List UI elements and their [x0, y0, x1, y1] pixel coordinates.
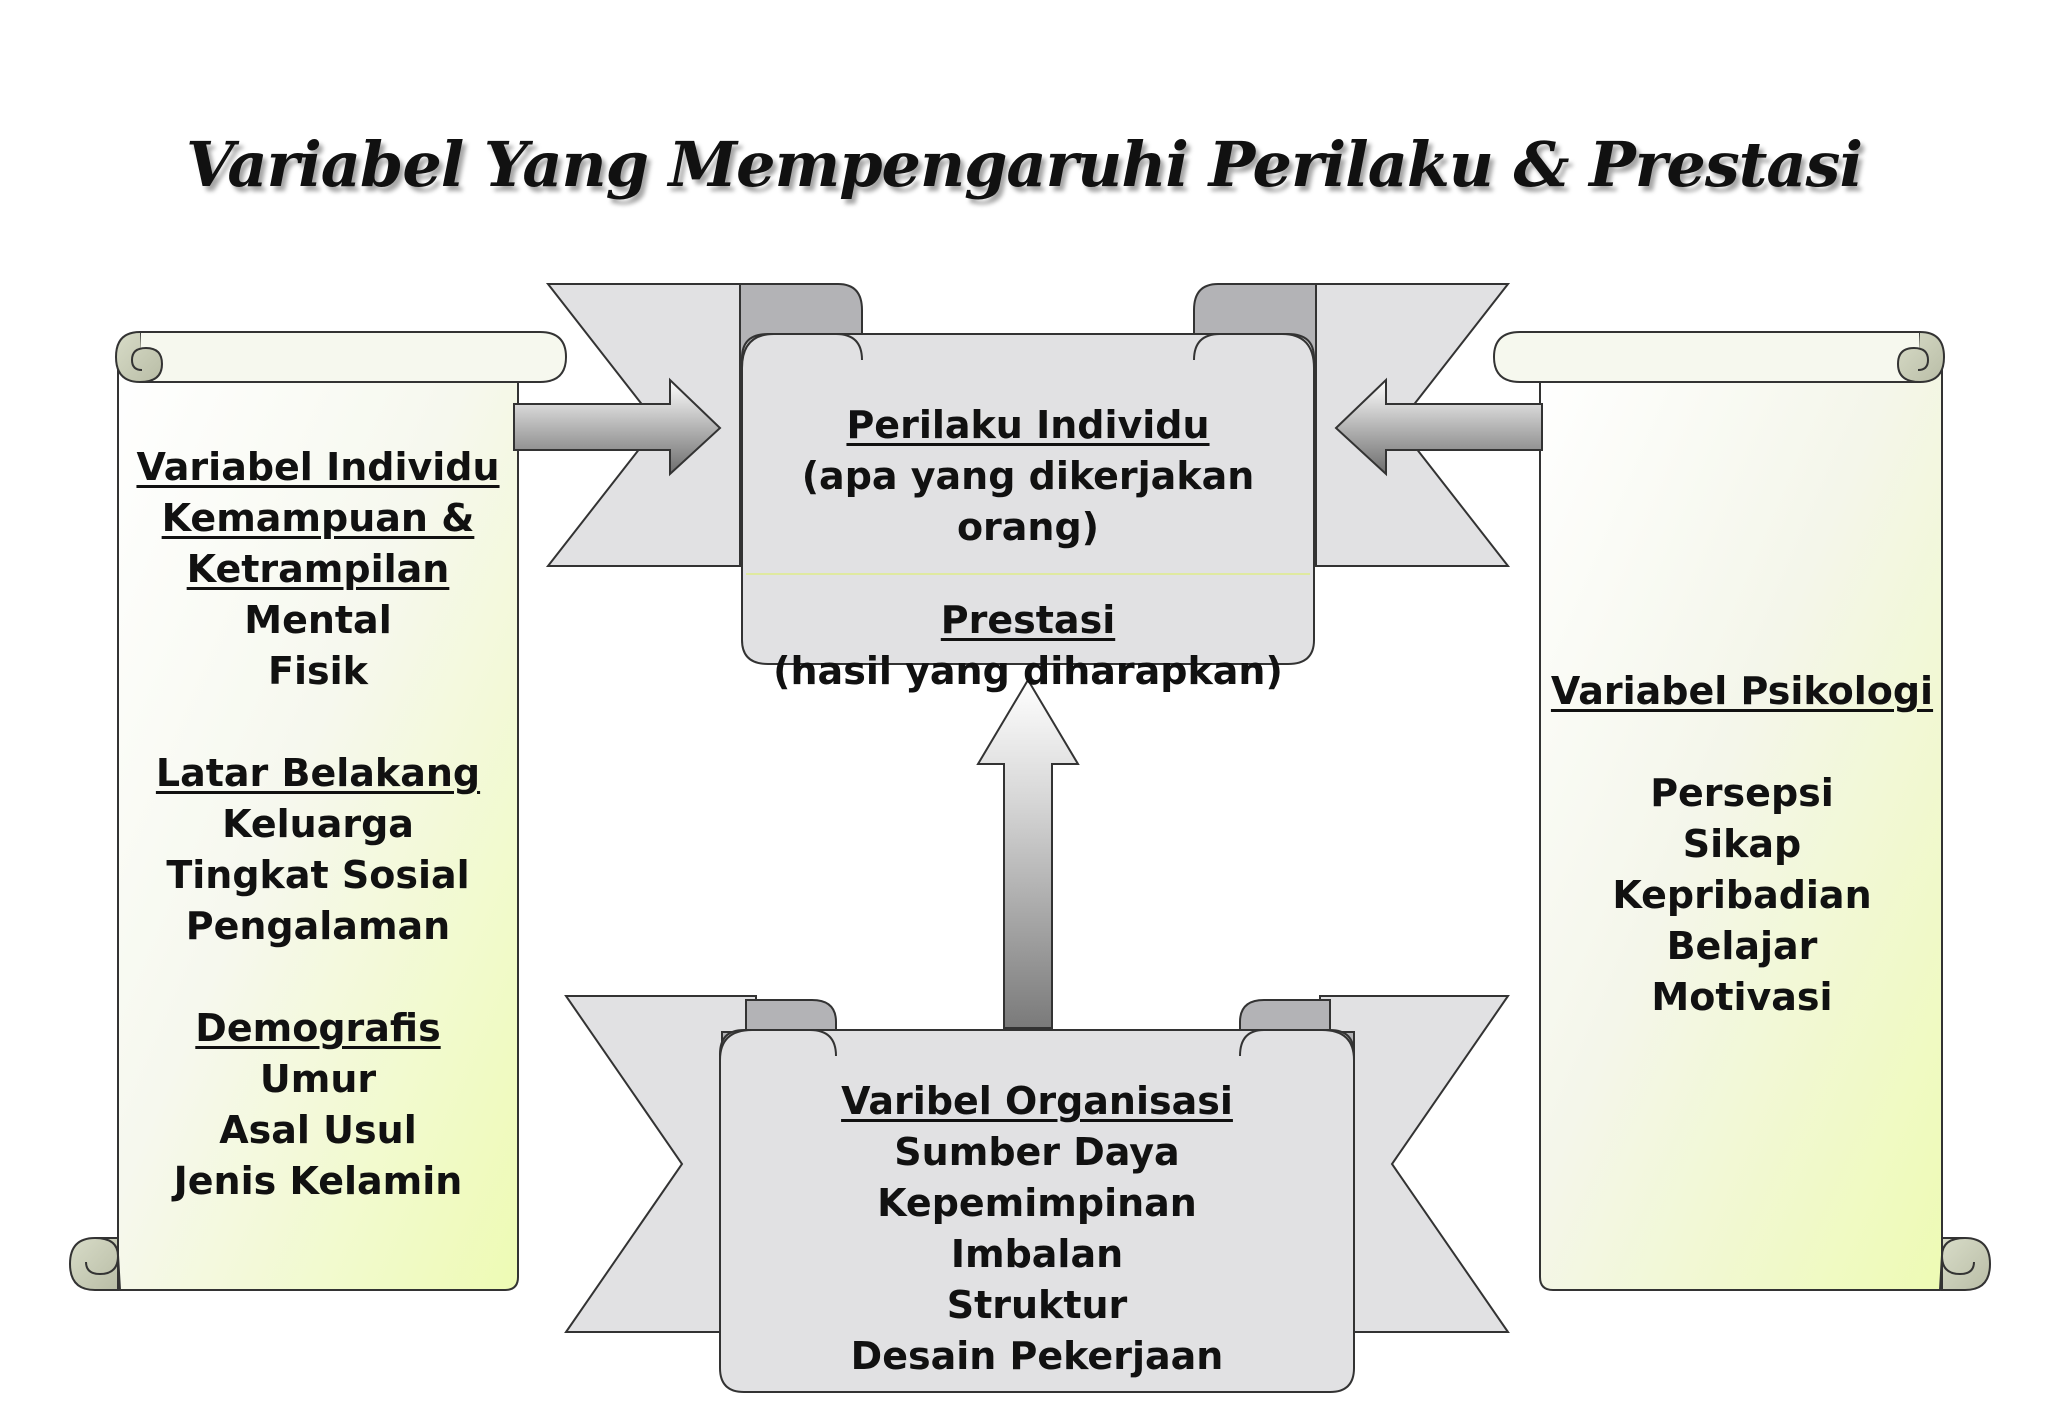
perilaku-desc: (apa yang dikerjakan orang) [801, 454, 1255, 549]
left-item: Umur [259, 1057, 377, 1101]
arrow-right-to-center [1334, 377, 1543, 477]
left-heading-1a: Variabel Individu [136, 445, 500, 489]
right-item: Belajar [1666, 924, 1818, 968]
page-title: Variabel Yang Mempengaruhi Perilaku & Pr… [185, 128, 1863, 201]
left-item: Keluarga [222, 802, 414, 846]
right-item: Kepribadian [1612, 873, 1872, 917]
left-item: Tingkat Sosial [166, 853, 470, 897]
organisasi-item: Imbalan [950, 1232, 1124, 1276]
left-heading-1b: Kemampuan & [161, 496, 475, 540]
left-heading-2: Latar Belakang [155, 751, 481, 795]
organisasi-item: Struktur [946, 1283, 1128, 1327]
left-item: Mental [244, 598, 392, 642]
organisasi-item: Desain Pekerjaan [850, 1334, 1224, 1378]
prestasi-desc: (hasil yang diharapkan) [773, 649, 1283, 693]
right-item: Persepsi [1650, 771, 1834, 815]
right-scroll-text: Variabel Psikologi Persepsi Sikap Keprib… [1544, 666, 1940, 1023]
arrow-bottom-to-center [976, 678, 1080, 1029]
left-item: Jenis Kelamin [173, 1159, 463, 1203]
prestasi-heading: Prestasi [940, 598, 1116, 642]
left-heading-1c: Ketrampilan [186, 547, 450, 591]
left-scroll [68, 331, 568, 1291]
banner-separator [746, 573, 1310, 575]
left-item: Pengalaman [185, 904, 451, 948]
center-banner [545, 283, 1511, 665]
right-scroll [1492, 331, 1992, 1291]
organisasi-item: Kepemimpinan [877, 1181, 1197, 1225]
left-scroll-text: Variabel Individu Kemampuan & Ketrampila… [120, 442, 516, 1207]
center-banner-text: Perilaku Individu (apa yang dikerjakan o… [742, 400, 1314, 697]
right-item: Sikap [1682, 822, 1802, 866]
left-item: Fisik [268, 649, 368, 693]
organisasi-heading: Varibel Organisasi [841, 1079, 1233, 1123]
right-heading: Variabel Psikologi [1550, 669, 1934, 713]
left-item: Asal Usul [219, 1108, 417, 1152]
left-heading-3: Demografis [195, 1006, 441, 1050]
bottom-banner [564, 995, 1510, 1393]
perilaku-heading: Perilaku Individu [846, 403, 1210, 447]
organisasi-item: Sumber Daya [894, 1130, 1180, 1174]
bottom-banner-text: Varibel Organisasi Sumber Daya Kepemimpi… [780, 1076, 1294, 1382]
right-item: Motivasi [1651, 975, 1833, 1019]
arrow-left-to-center [513, 377, 722, 477]
